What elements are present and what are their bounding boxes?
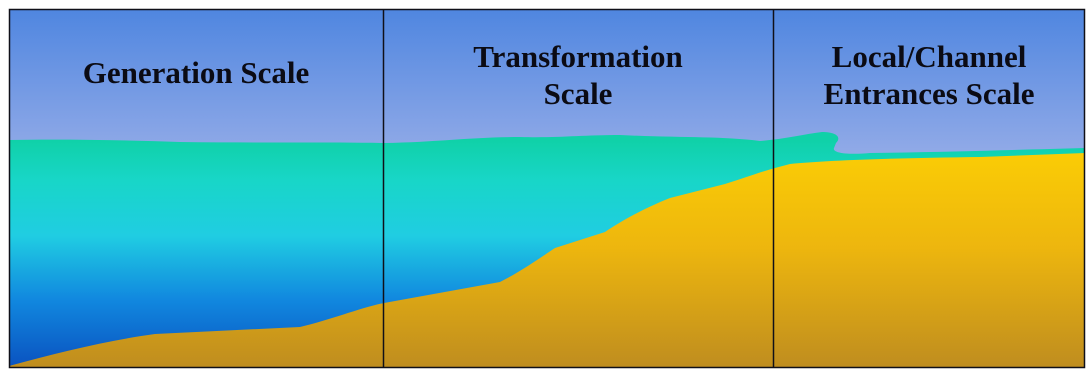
seabed [9, 153, 1085, 368]
title-line: Entrances Scale [823, 76, 1035, 111]
local-channel-entrances-scale-title: Local/Channel Entrances Scale [774, 38, 1084, 112]
generation-scale-title: Generation Scale [10, 54, 382, 91]
diagram-frame [8, 8, 1086, 369]
transformation-scale-title: Transformation Scale [384, 38, 772, 112]
title-line: Transformation [473, 39, 683, 74]
title-line: Generation Scale [82, 55, 310, 90]
title-line: Local/Channel [831, 39, 1027, 74]
title-line: Scale [543, 76, 613, 111]
